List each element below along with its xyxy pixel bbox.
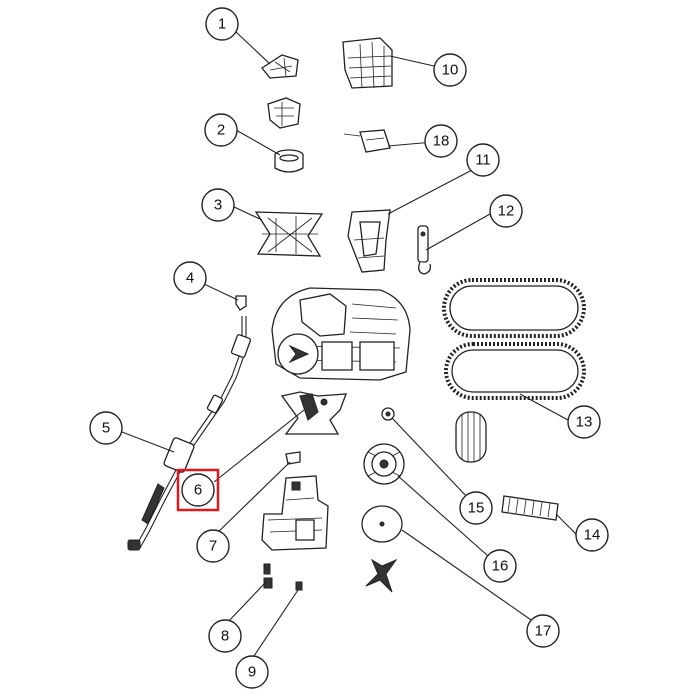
callout-4: 4 bbox=[173, 261, 207, 295]
svg-text:13: 13 bbox=[576, 414, 593, 431]
svg-text:17: 17 bbox=[535, 623, 552, 640]
callout-10: 10 bbox=[433, 53, 467, 87]
part-3-filter-frame bbox=[254, 211, 324, 257]
part-7-motor-box bbox=[261, 451, 329, 551]
part-9-fitting bbox=[295, 581, 303, 591]
svg-text:8: 8 bbox=[221, 628, 229, 645]
part-1-filter-cap bbox=[261, 54, 301, 129]
part-4-clip bbox=[235, 295, 247, 311]
part-11-filter-canister bbox=[347, 209, 391, 273]
svg-text:2: 2 bbox=[217, 122, 225, 139]
callout-18: 18 bbox=[424, 124, 458, 158]
callout-16: 16 bbox=[483, 549, 517, 583]
callout-9: 9 bbox=[235, 655, 269, 689]
svg-text:3: 3 bbox=[214, 197, 222, 214]
svg-text:7: 7 bbox=[209, 538, 217, 555]
part-17-disc-impeller bbox=[361, 505, 403, 593]
callout-1: 1 bbox=[205, 7, 239, 41]
callout-3: 3 bbox=[201, 188, 235, 222]
svg-text:11: 11 bbox=[475, 152, 491, 169]
part-18-sensor bbox=[343, 129, 391, 153]
leader-lines bbox=[121, 31, 577, 657]
callout-11: 11 bbox=[466, 143, 500, 177]
callout-12: 12 bbox=[489, 194, 523, 228]
part-10-filter-basket bbox=[342, 37, 393, 89]
svg-text:15: 15 bbox=[468, 500, 485, 517]
highlight-box bbox=[176, 468, 220, 512]
part-8-fitting bbox=[263, 563, 273, 589]
svg-text:16: 16 bbox=[492, 558, 509, 575]
part-12-handle bbox=[417, 225, 432, 275]
svg-text:6: 6 bbox=[194, 482, 202, 499]
robot-main-body bbox=[271, 287, 411, 381]
callout-2: 2 bbox=[204, 113, 238, 147]
svg-text:5: 5 bbox=[102, 420, 110, 437]
svg-text:12: 12 bbox=[498, 203, 515, 220]
svg-text:9: 9 bbox=[248, 664, 256, 681]
callout-8: 8 bbox=[208, 619, 242, 653]
part-14-brush-strip bbox=[501, 495, 559, 521]
callout-6: 6 bbox=[181, 473, 215, 507]
callout-15: 15 bbox=[459, 491, 493, 525]
callout-14: 14 bbox=[575, 518, 609, 552]
callout-17: 17 bbox=[526, 614, 560, 648]
callout-13: 13 bbox=[567, 405, 601, 439]
svg-text:18: 18 bbox=[433, 133, 450, 150]
brush-roller bbox=[455, 411, 487, 463]
svg-text:10: 10 bbox=[442, 62, 459, 79]
part-13-tracks bbox=[442, 278, 586, 400]
callout-5: 5 bbox=[89, 411, 123, 445]
svg-text:1: 1 bbox=[218, 16, 226, 33]
part-15-wheel-cap bbox=[381, 407, 395, 421]
svg-text:14: 14 bbox=[584, 527, 601, 544]
part-2-collar bbox=[274, 149, 304, 173]
svg-text:4: 4 bbox=[186, 270, 194, 287]
part-5-power-cable bbox=[127, 316, 252, 551]
part-6-top-shell bbox=[280, 391, 347, 435]
callout-7: 7 bbox=[196, 529, 230, 563]
part-16-drive-wheel bbox=[363, 443, 405, 485]
